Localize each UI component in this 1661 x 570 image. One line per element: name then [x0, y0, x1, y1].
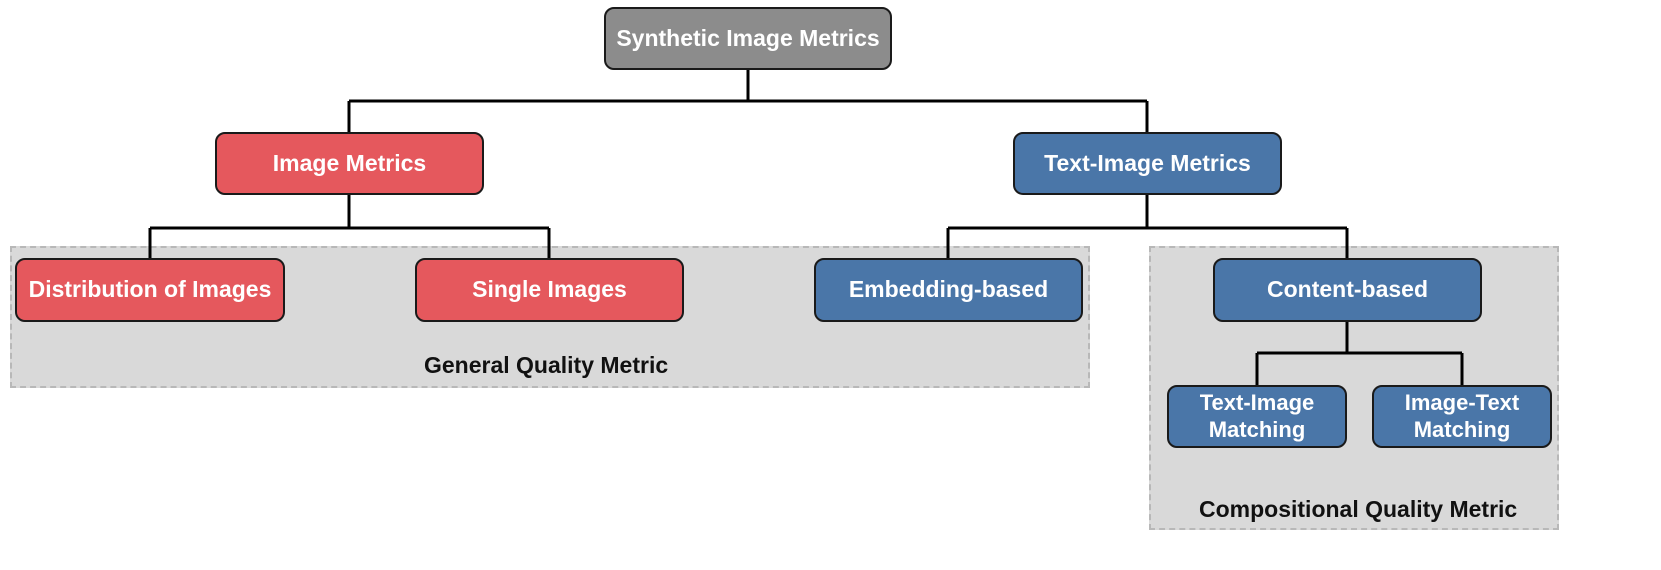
node-single-images: Single Images — [415, 258, 684, 322]
node-text-image-metrics: Text-Image Metrics — [1013, 132, 1282, 195]
node-text-image-matching: Text-Image Matching — [1167, 385, 1347, 448]
general-quality-label: General Quality Metric — [424, 352, 669, 378]
edge-text-image-metrics-children — [946, 195, 1349, 258]
node-image-metrics: Image Metrics — [215, 132, 484, 195]
edge-root-to-level1 — [347, 70, 1149, 132]
node-embedding-based: Embedding-based — [814, 258, 1083, 322]
node-content-based: Content-based — [1213, 258, 1482, 322]
edge-image-metrics-children — [148, 195, 551, 258]
edge-content-based-children — [1255, 322, 1464, 385]
node-synthetic-image-metrics: Synthetic Image Metrics — [604, 7, 892, 70]
node-image-text-matching: Image-Text Matching — [1372, 385, 1552, 448]
compositional-quality-label: Compositional Quality Metric — [1199, 496, 1518, 522]
node-distribution-of-images: Distribution of Images — [15, 258, 285, 322]
